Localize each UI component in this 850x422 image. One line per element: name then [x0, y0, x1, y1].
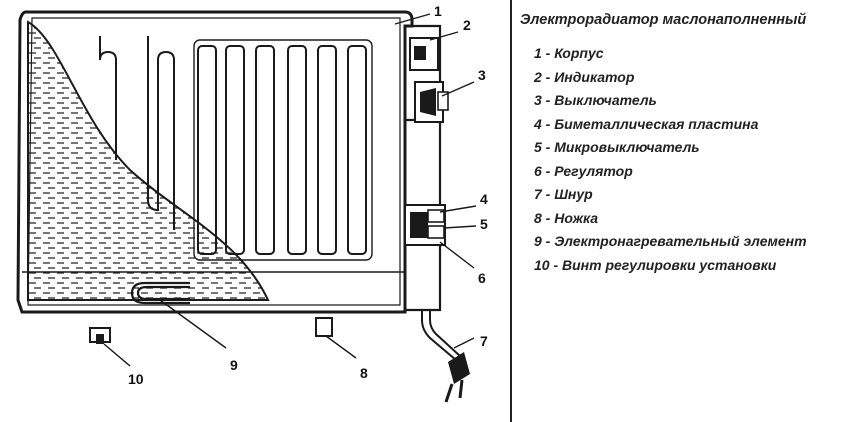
callout-8: 8 [360, 365, 368, 381]
legend-item-3: 3 - Выключатель [534, 92, 657, 108]
vertical-divider [510, 0, 512, 422]
callout-7: 7 [480, 333, 488, 349]
power-cord [421, 310, 461, 361]
callout-5: 5 [480, 216, 488, 232]
legend-item-2: 2 - Индикатор [534, 68, 635, 85]
legend-item-9: 9 - Электронагревательный элемент [534, 233, 807, 249]
legend-panel: Электрорадиатор маслонаполненный 1 - Кор… [512, 0, 850, 422]
switch-icon [414, 81, 449, 123]
leader-lines [103, 13, 477, 367]
adjusting-screw-icon [89, 327, 111, 344]
legend-item-8: 8 - Ножка [534, 209, 599, 226]
legend-title: Электрорадиатор маслонаполненный [520, 12, 807, 28]
radiator-diagram: 1 2 3 4 5 6 7 8 9 10 [16, 3, 488, 403]
callout-4: 4 [480, 191, 488, 207]
thermostat-block-icon [404, 204, 446, 246]
callout-2: 2 [463, 17, 471, 33]
legend-item-7: 7 - Шнур [534, 186, 593, 202]
legend-item-5: 5 - Микровыключатель [534, 139, 700, 155]
heating-element [130, 281, 190, 305]
legend-item-1: 1 - Корпус [534, 45, 604, 61]
legend-item-6: 6 - Регулятор [534, 162, 633, 179]
legend-item-4: 4 - Биметаллическая пластина [534, 115, 759, 132]
plug-icon [444, 352, 470, 403]
callout-3: 3 [478, 67, 486, 83]
callout-6: 6 [478, 270, 486, 286]
legend-item-10: 10 - Винт регулировки установки [534, 256, 777, 273]
callout-10: 10 [128, 371, 144, 387]
callout-1: 1 [434, 3, 442, 19]
indicator-icon [409, 37, 439, 71]
foot-icon [315, 317, 333, 337]
legend-list: 1 - Корпус 2 - Индикатор 3 - Выключатель… [534, 42, 807, 277]
radiator-fins [99, 36, 373, 261]
oil-fill [27, 20, 270, 301]
callout-9: 9 [230, 357, 238, 373]
